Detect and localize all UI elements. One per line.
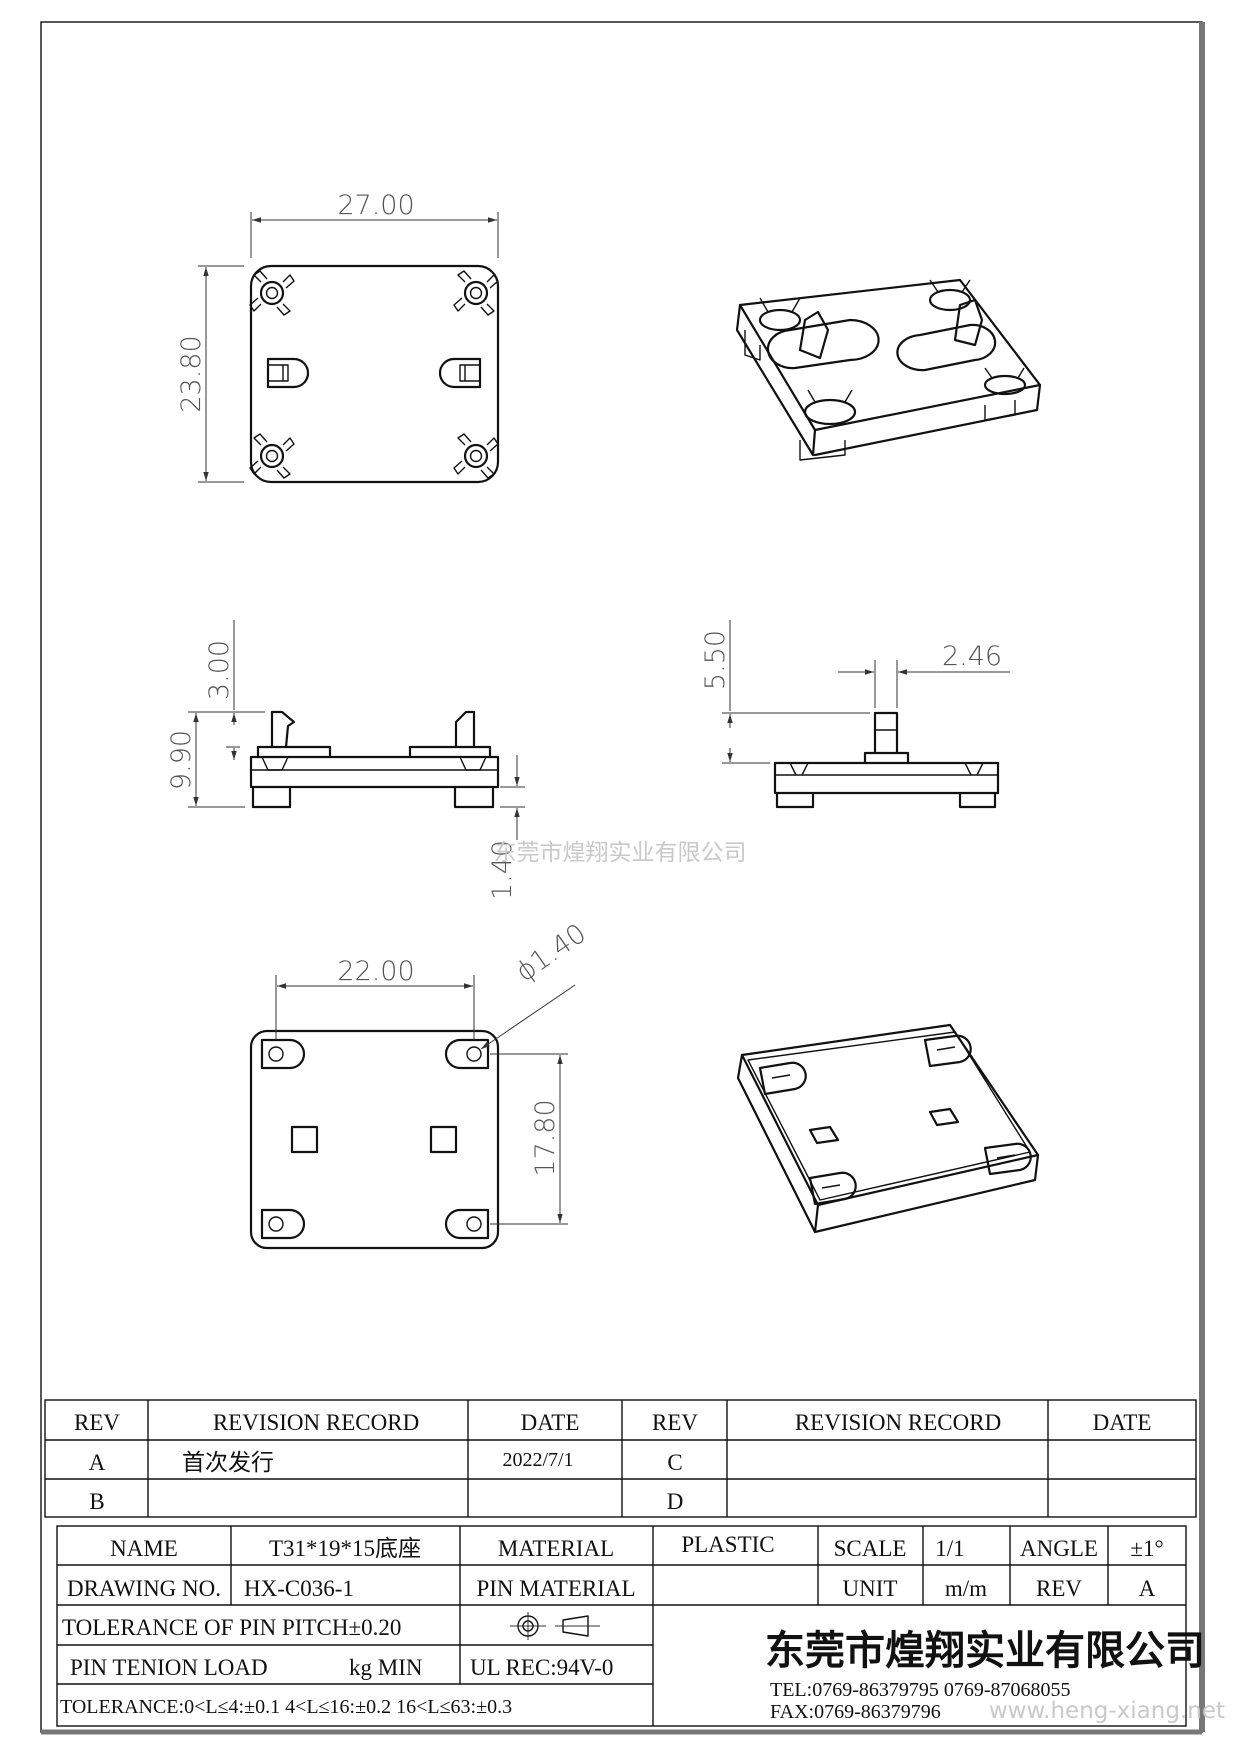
rev-header-rev-1: REV — [74, 1410, 120, 1435]
bottom-view — [249, 1029, 500, 1250]
dim-bottom-pitch-y-label: 17.80 — [530, 1099, 561, 1176]
end-view — [773, 711, 1000, 809]
scale-value: 1/1 — [935, 1536, 964, 1561]
dim-bottom-pitch-x-label: 22.00 — [337, 956, 414, 987]
unit-label: UNIT — [843, 1576, 898, 1601]
dim-end-pin-height-label: 5.50 — [700, 630, 731, 690]
dim-top-width: 27.00 — [250, 190, 499, 258]
angle-value: ±1° — [1130, 1536, 1163, 1561]
iso-view-bottom — [736, 1023, 1040, 1234]
watermark-center: 东莞市煌翔实业有限公司 — [494, 840, 747, 866]
dim-end-pin-width: 2.46 — [838, 641, 1010, 708]
dim-bottom-pitch-y: 17.80 — [490, 1053, 568, 1225]
pin-tension-label: PIN TENION LOAD — [70, 1655, 268, 1680]
dim-side-total-height: 9.90 — [166, 711, 265, 808]
pin-tension-unit: kg MIN — [349, 1655, 423, 1680]
dim-top-height-label: 23.80 — [176, 335, 207, 412]
dim-bottom-pitch-x: 22.00 — [275, 956, 475, 1040]
side-view — [249, 710, 500, 809]
angle-label: ANGLE — [1020, 1536, 1098, 1561]
dim-end-pin-width-label: 2.46 — [942, 641, 1002, 672]
name-label: NAME — [110, 1536, 178, 1561]
iso-view-top — [735, 278, 1042, 461]
ul-rec: UL REC:94V-0 — [470, 1655, 613, 1680]
rev-header-date-2: DATE — [1093, 1410, 1152, 1435]
dim-side-foot-height: 1.40 — [487, 755, 525, 900]
rev-row-a-record: 首次发行 — [182, 1450, 274, 1475]
top-view — [248, 264, 500, 484]
projection-symbol — [510, 1612, 600, 1640]
dim-side-total-height-label: 9.90 — [166, 730, 197, 790]
material-label: MATERIAL — [498, 1536, 614, 1561]
company-tel: TEL:0769-86379795 0769-87068055 — [770, 1679, 1071, 1701]
rev-row-b-rev: B — [89, 1489, 104, 1514]
drawing-no-label: DRAWING NO. — [67, 1576, 221, 1601]
unit-value: m/m — [945, 1576, 987, 1601]
tolerance-pin-pitch: TOLERANCE OF PIN PITCH±0.20 — [62, 1615, 401, 1640]
rev-row-c-rev: C — [667, 1450, 682, 1475]
dim-top-height: 23.80 — [176, 265, 244, 483]
dim-bottom-hole-dia-label: ϕ1.40 — [510, 918, 592, 988]
rev-row-a-date: 2022/7/1 — [502, 1449, 573, 1471]
dim-side-pin-height-label: 3.00 — [204, 640, 235, 700]
rev-row-d-rev: D — [667, 1489, 684, 1514]
rev-row-a-rev: A — [89, 1450, 106, 1475]
rev-header-record-1: REVISION RECORD — [213, 1410, 419, 1435]
revision-table: REV REVISION RECORD DATE REV REVISION RE… — [44, 1399, 1197, 1518]
dim-top-width-label: 27.00 — [337, 190, 414, 221]
dim-side-foot-height-label: 1.40 — [487, 840, 518, 900]
company-name: 东莞市煌翔实业有限公司 — [765, 1627, 1205, 1674]
company-fax: FAX:0769-86379796 — [770, 1701, 941, 1723]
scale-label: SCALE — [834, 1536, 907, 1561]
rev-header-rev-2: REV — [652, 1410, 698, 1435]
title-block: NAME T31*19*15底座 MATERIAL PLASTIC SCALE … — [56, 1525, 1205, 1727]
name-value: T31*19*15底座 — [269, 1536, 421, 1561]
dim-bottom-hole-dia: ϕ1.40 — [480, 918, 592, 1050]
rev-header-record-2: REVISION RECORD — [795, 1410, 1001, 1435]
tolerance-general: TOLERANCE:0<L≤4:±0.1 4<L≤16:±0.2 16<L≤63… — [60, 1696, 512, 1718]
pin-material-label: PIN MATERIAL — [476, 1576, 635, 1601]
rev-header-date-1: DATE — [521, 1410, 580, 1435]
drawing-no-value: HX-C036-1 — [244, 1576, 354, 1601]
watermark-url: www.heng-xiang.net — [989, 1698, 1225, 1724]
dim-side-pin-height: 3.00 — [204, 620, 265, 760]
dim-end-pin-height: 5.50 — [700, 620, 870, 764]
rev-value: A — [1139, 1576, 1156, 1601]
rev-label: REV — [1036, 1576, 1082, 1601]
material-value: PLASTIC — [681, 1532, 774, 1557]
